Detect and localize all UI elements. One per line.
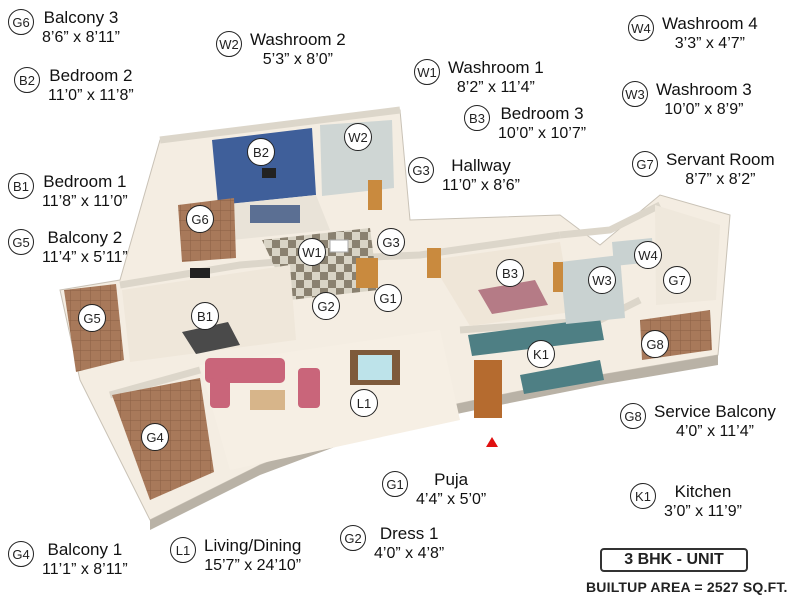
legend-g5: G5 Balcony 2 11’4” x 5’11”	[8, 228, 128, 268]
legend-name: Hallway	[451, 156, 511, 175]
plan-badge-w4: W4	[634, 241, 662, 269]
legend-code: G2	[340, 525, 366, 551]
plan-badge-w1: W1	[298, 238, 326, 266]
legend-g1: G1 Puja 4’4” x 5’0”	[382, 470, 486, 510]
legend-dimensions: 3’3” x 4’7”	[674, 35, 745, 52]
legend-name: Kitchen	[674, 482, 732, 501]
legend-code: L1	[170, 537, 196, 563]
legend-dimensions: 8’7” x 8’2”	[685, 171, 756, 188]
legend-w1: W1 Washroom 1 8’2” x 11’4”	[414, 58, 544, 98]
plan-badge-b2: B2	[247, 138, 275, 166]
legend-g8: G8 Service Balcony 4’0” x 11’4”	[620, 402, 776, 442]
legend-dimensions: 15’7” x 24’10”	[204, 557, 302, 574]
legend-code: W1	[414, 59, 440, 85]
entrance-marker-icon	[486, 437, 498, 447]
living-dining	[200, 330, 460, 470]
legend-dimensions: 4’0” x 4’8”	[374, 545, 445, 562]
kitchen	[468, 318, 604, 418]
legend-l1: L1 Living/Dining 15’7” x 24’10”	[170, 536, 301, 576]
plan-badge-b1: B1	[191, 302, 219, 330]
legend-code: W4	[628, 15, 654, 41]
builtup-area-label: BUILTUP AREA = 2527 SQ.FT.	[586, 579, 788, 595]
legend-code: G7	[632, 151, 658, 177]
legend-dimensions: 11’0” x 8’6”	[442, 177, 520, 194]
legend-dimensions: 11’1” x 8’11”	[42, 561, 128, 578]
legend-code: G1	[382, 471, 408, 497]
legend-name: Service Balcony	[654, 402, 776, 421]
legend-dimensions: 4’4” x 5’0”	[416, 491, 487, 508]
legend-b3: B3 Bedroom 3 10’0” x 10’7”	[464, 104, 586, 144]
bedroom-2	[212, 128, 330, 240]
legend-dimensions: 4’0” x 11’4”	[675, 423, 754, 440]
legend-w4: W4 Washroom 4 3’3” x 4’7”	[628, 14, 758, 54]
plan-badge-g6: G6	[186, 205, 214, 233]
legend-g4: G4 Balcony 1 11’1” x 8’11”	[8, 540, 128, 580]
plan-badge-g1: G1	[374, 284, 402, 312]
legend-dimensions: 8’6” x 8’11”	[42, 29, 120, 46]
plan-badge-g5: G5	[78, 304, 106, 332]
legend-b1: B1 Bedroom 1 11’8” x 11’0”	[8, 172, 128, 212]
legend-name: Washroom 2	[250, 30, 346, 49]
legend-name: Washroom 1	[448, 58, 544, 77]
legend-code: B3	[464, 105, 490, 131]
plan-badge-g7: G7	[663, 266, 691, 294]
legend-code: W2	[216, 31, 242, 57]
legend-g7: G7 Servant Room 8’7” x 8’2”	[632, 150, 775, 190]
legend-name: Puja	[434, 470, 469, 489]
legend-name: Balcony 1	[47, 540, 123, 559]
legend-dimensions: 8’2” x 11’4”	[456, 79, 535, 96]
plan-badge-w3: W3	[588, 266, 616, 294]
plan-badge-w2: W2	[344, 123, 372, 151]
plan-badge-g2: G2	[312, 292, 340, 320]
legend-dimensions: 10’0” x 10’7”	[498, 125, 587, 142]
legend-name: Dress 1	[379, 524, 439, 543]
legend-code: G5	[8, 229, 34, 255]
legend-dimensions: 3’0” x 11’9”	[664, 503, 742, 520]
legend-name: Servant Room	[666, 150, 775, 169]
legend-k1: K1 Kitchen 3’0” x 11’9”	[630, 482, 742, 522]
legend-name: Washroom 3	[656, 80, 752, 99]
plan-badge-b3: B3	[496, 259, 524, 287]
plan-badge-k1: K1	[527, 340, 555, 368]
legend-g3: G3 Hallway 11’0” x 8’6”	[408, 156, 520, 196]
legend-b2: B2 Bedroom 2 11’0” x 11’8”	[14, 66, 134, 106]
plan-badge-g8: G8	[641, 330, 669, 358]
legend-dimensions: 11’0” x 11’8”	[48, 87, 134, 104]
legend-code: G4	[8, 541, 34, 567]
legend-w3: W3 Washroom 3 10’0” x 8’9”	[622, 80, 752, 120]
legend-code: W3	[622, 81, 648, 107]
legend-w2: W2 Washroom 2 5’3” x 8’0”	[216, 30, 346, 70]
doors	[356, 180, 563, 292]
unit-type-label: 3 BHK - UNIT	[600, 548, 748, 572]
legend-name: Balcony 3	[43, 8, 119, 27]
washroom-2	[320, 120, 394, 196]
legend-name: Balcony 2	[47, 228, 123, 247]
plan-badge-g3: G3	[377, 228, 405, 256]
legend-name: Living/Dining	[204, 536, 302, 555]
legend-code: K1	[630, 483, 656, 509]
legend-dimensions: 10’0” x 8’9”	[664, 101, 744, 118]
plan-badge-l1: L1	[350, 389, 378, 417]
legend-g6: G6 Balcony 3 8’6” x 8’11”	[8, 8, 120, 48]
legend-dimensions: 11’4” x 5’11”	[42, 249, 128, 266]
legend-code: G6	[8, 9, 34, 35]
legend-code: B1	[8, 173, 34, 199]
legend-code: G8	[620, 403, 646, 429]
legend-dimensions: 5’3” x 8’0”	[262, 51, 333, 68]
legend-name: Bedroom 2	[49, 66, 133, 85]
legend-name: Washroom 4	[662, 14, 758, 33]
legend-name: Bedroom 3	[500, 104, 584, 123]
legend-name: Bedroom 1	[43, 172, 127, 191]
legend-code: B2	[14, 67, 40, 93]
legend-code: G3	[408, 157, 434, 183]
legend-dimensions: 11’8” x 11’0”	[42, 193, 128, 210]
legend-g2: G2 Dress 1 4’0” x 4’8”	[340, 524, 444, 564]
plan-badge-g4: G4	[141, 423, 169, 451]
